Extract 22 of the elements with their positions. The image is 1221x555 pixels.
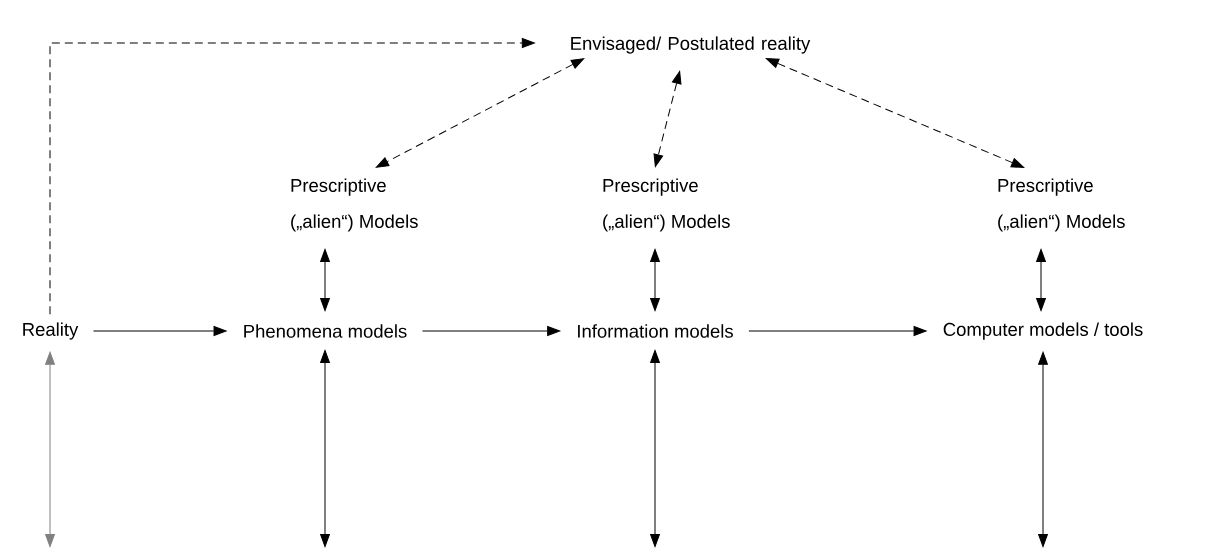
- text-label: Computer models / tools: [943, 322, 1143, 340]
- text-label: Envisaged/ Postulated reality: [571, 36, 811, 54]
- arrow: [320, 350, 330, 547]
- text-label: Prescriptive („alien“) Models: [603, 178, 730, 232]
- arrow: [653, 70, 682, 168]
- arrow: [45, 351, 55, 547]
- arrow: [422, 326, 561, 336]
- arrow: [49, 38, 535, 315]
- arrow: [375, 58, 585, 168]
- text-label: Prescriptive („alien“) Models: [291, 178, 418, 232]
- arrow: [1038, 351, 1048, 547]
- arrow: [93, 326, 227, 336]
- text-label: Reality: [23, 322, 79, 340]
- arrow: [748, 326, 927, 336]
- text-label: Prescriptive („alien“) Models: [998, 178, 1125, 232]
- arrow: [650, 249, 660, 311]
- arrow: [320, 249, 330, 311]
- text-label: Phenomena models: [244, 324, 407, 338]
- arrow: [650, 350, 660, 547]
- arrow: [765, 58, 1025, 168]
- arrow: [1036, 249, 1046, 311]
- text-label: Information models: [578, 324, 733, 338]
